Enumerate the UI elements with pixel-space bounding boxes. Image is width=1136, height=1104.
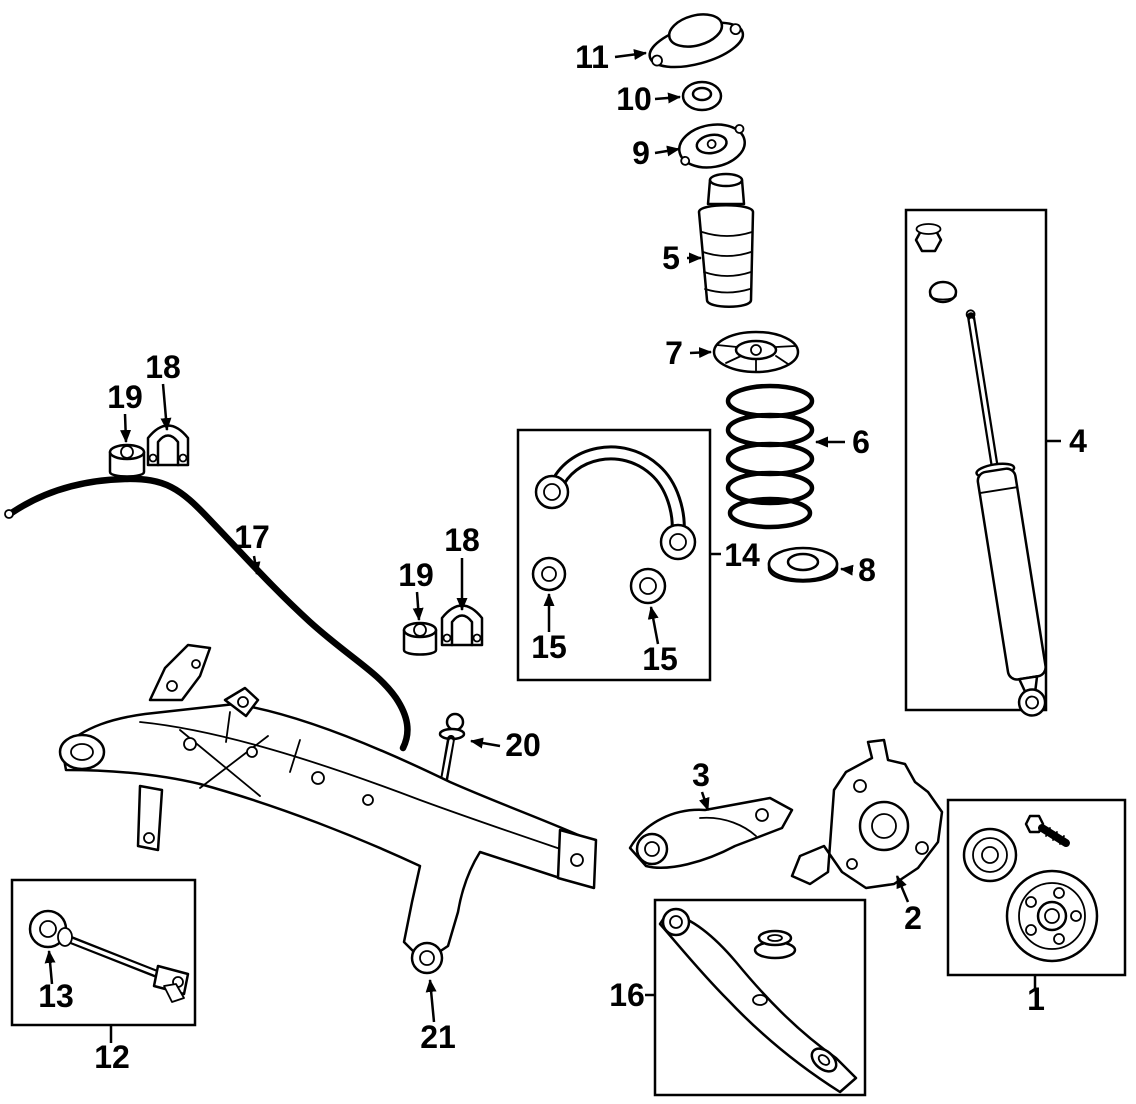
group-lateral-arm-box	[10, 878, 197, 1027]
callout-4-label: 4	[1069, 423, 1087, 459]
part-knuckle	[790, 738, 944, 890]
callout-leaders	[44, 49, 1061, 1043]
callout-16-label: 16	[609, 977, 645, 1013]
part-shock-cap	[928, 280, 958, 304]
callout-15b-leader	[647, 606, 660, 645]
part-shock-nut	[914, 223, 943, 253]
part-spring-pad	[753, 929, 797, 960]
callout-3-label: 3	[692, 757, 710, 793]
callout-10-leader	[654, 92, 681, 104]
callout-15b-label: 15	[642, 641, 678, 677]
callout-8-leader	[840, 564, 854, 576]
part-subframe	[58, 643, 598, 975]
part-hub-seal	[962, 827, 1018, 883]
callout-19b-label: 19	[398, 557, 434, 593]
callout-14-label: 14	[724, 537, 760, 573]
part-stabilizer-bushing-2	[402, 621, 438, 656]
part-trailing-arm	[628, 796, 794, 870]
callout-18a-leader	[160, 383, 172, 431]
callout-8-label: 8	[858, 552, 876, 588]
part-stabilizer-bushing-1	[108, 443, 146, 478]
part-upper-control-arm	[534, 445, 697, 561]
group-shock-absorber-box	[904, 208, 1048, 717]
callout-19a-leader	[120, 413, 132, 443]
part-lower-control-arm	[658, 907, 858, 1094]
callout-20-leader	[470, 737, 501, 749]
callout-3-leader	[698, 791, 710, 811]
part-hub-bearing	[1005, 869, 1099, 963]
part-lateral-arm	[57, 927, 190, 1003]
callout-6-label: 6	[852, 424, 870, 460]
part-stabilizer-bracket-1	[146, 424, 190, 467]
part-coil-spring	[725, 383, 815, 530]
callout-5-label: 5	[662, 240, 680, 276]
callout-11-label: 11	[575, 39, 609, 75]
callout-1-label: 1	[1027, 981, 1045, 1017]
part-lower-spring-seat	[767, 546, 839, 583]
callout-19b-leader	[412, 591, 424, 621]
part-upper-arm-bushing-rear	[629, 567, 667, 605]
part-strut-mount	[678, 123, 746, 169]
callout-11-leader	[614, 49, 647, 60]
callout-labels: 11 10 9 5 7 6 8 4 14 15 15 18 19 18 19 1…	[38, 39, 1087, 1075]
part-hub-bolt	[1024, 814, 1070, 847]
callout-18b-label: 18	[444, 522, 480, 558]
part-dust-boot	[697, 172, 755, 308]
part-stabilizer-bar	[4, 475, 411, 752]
callout-13-leader	[44, 950, 56, 985]
callout-20-label: 20	[505, 727, 541, 763]
callout-21-leader	[425, 979, 437, 1023]
callout-9-leader	[654, 145, 680, 157]
callout-10-label: 10	[616, 81, 652, 117]
callout-19a-label: 19	[107, 379, 143, 415]
callout-21-label: 21	[420, 1019, 456, 1055]
part-upper-spring-seat	[712, 330, 800, 374]
callout-18a-label: 18	[145, 349, 181, 385]
callout-7-leader	[689, 347, 712, 359]
group-hub-box	[946, 798, 1127, 977]
callout-12-label: 12	[94, 1039, 130, 1075]
callout-2-label: 2	[904, 900, 922, 936]
group-lower-arm-box	[653, 898, 867, 1097]
part-stabilizer-bracket-2	[440, 604, 484, 647]
callout-2-leader	[895, 875, 910, 903]
part-shock-absorber	[965, 309, 1047, 717]
callout-15a-label: 15	[531, 629, 567, 665]
callout-13-label: 13	[38, 978, 74, 1014]
part-upper-arm-bushing-front	[531, 556, 567, 592]
callout-17-label: 17	[234, 519, 270, 555]
callout-17-leader	[249, 555, 261, 575]
part-mount-bushing	[681, 80, 723, 112]
callout-7-label: 7	[665, 335, 683, 371]
part-strut-mount-cover	[648, 13, 745, 69]
callout-9-label: 9	[632, 135, 650, 171]
group-upper-arm-box	[516, 428, 712, 682]
